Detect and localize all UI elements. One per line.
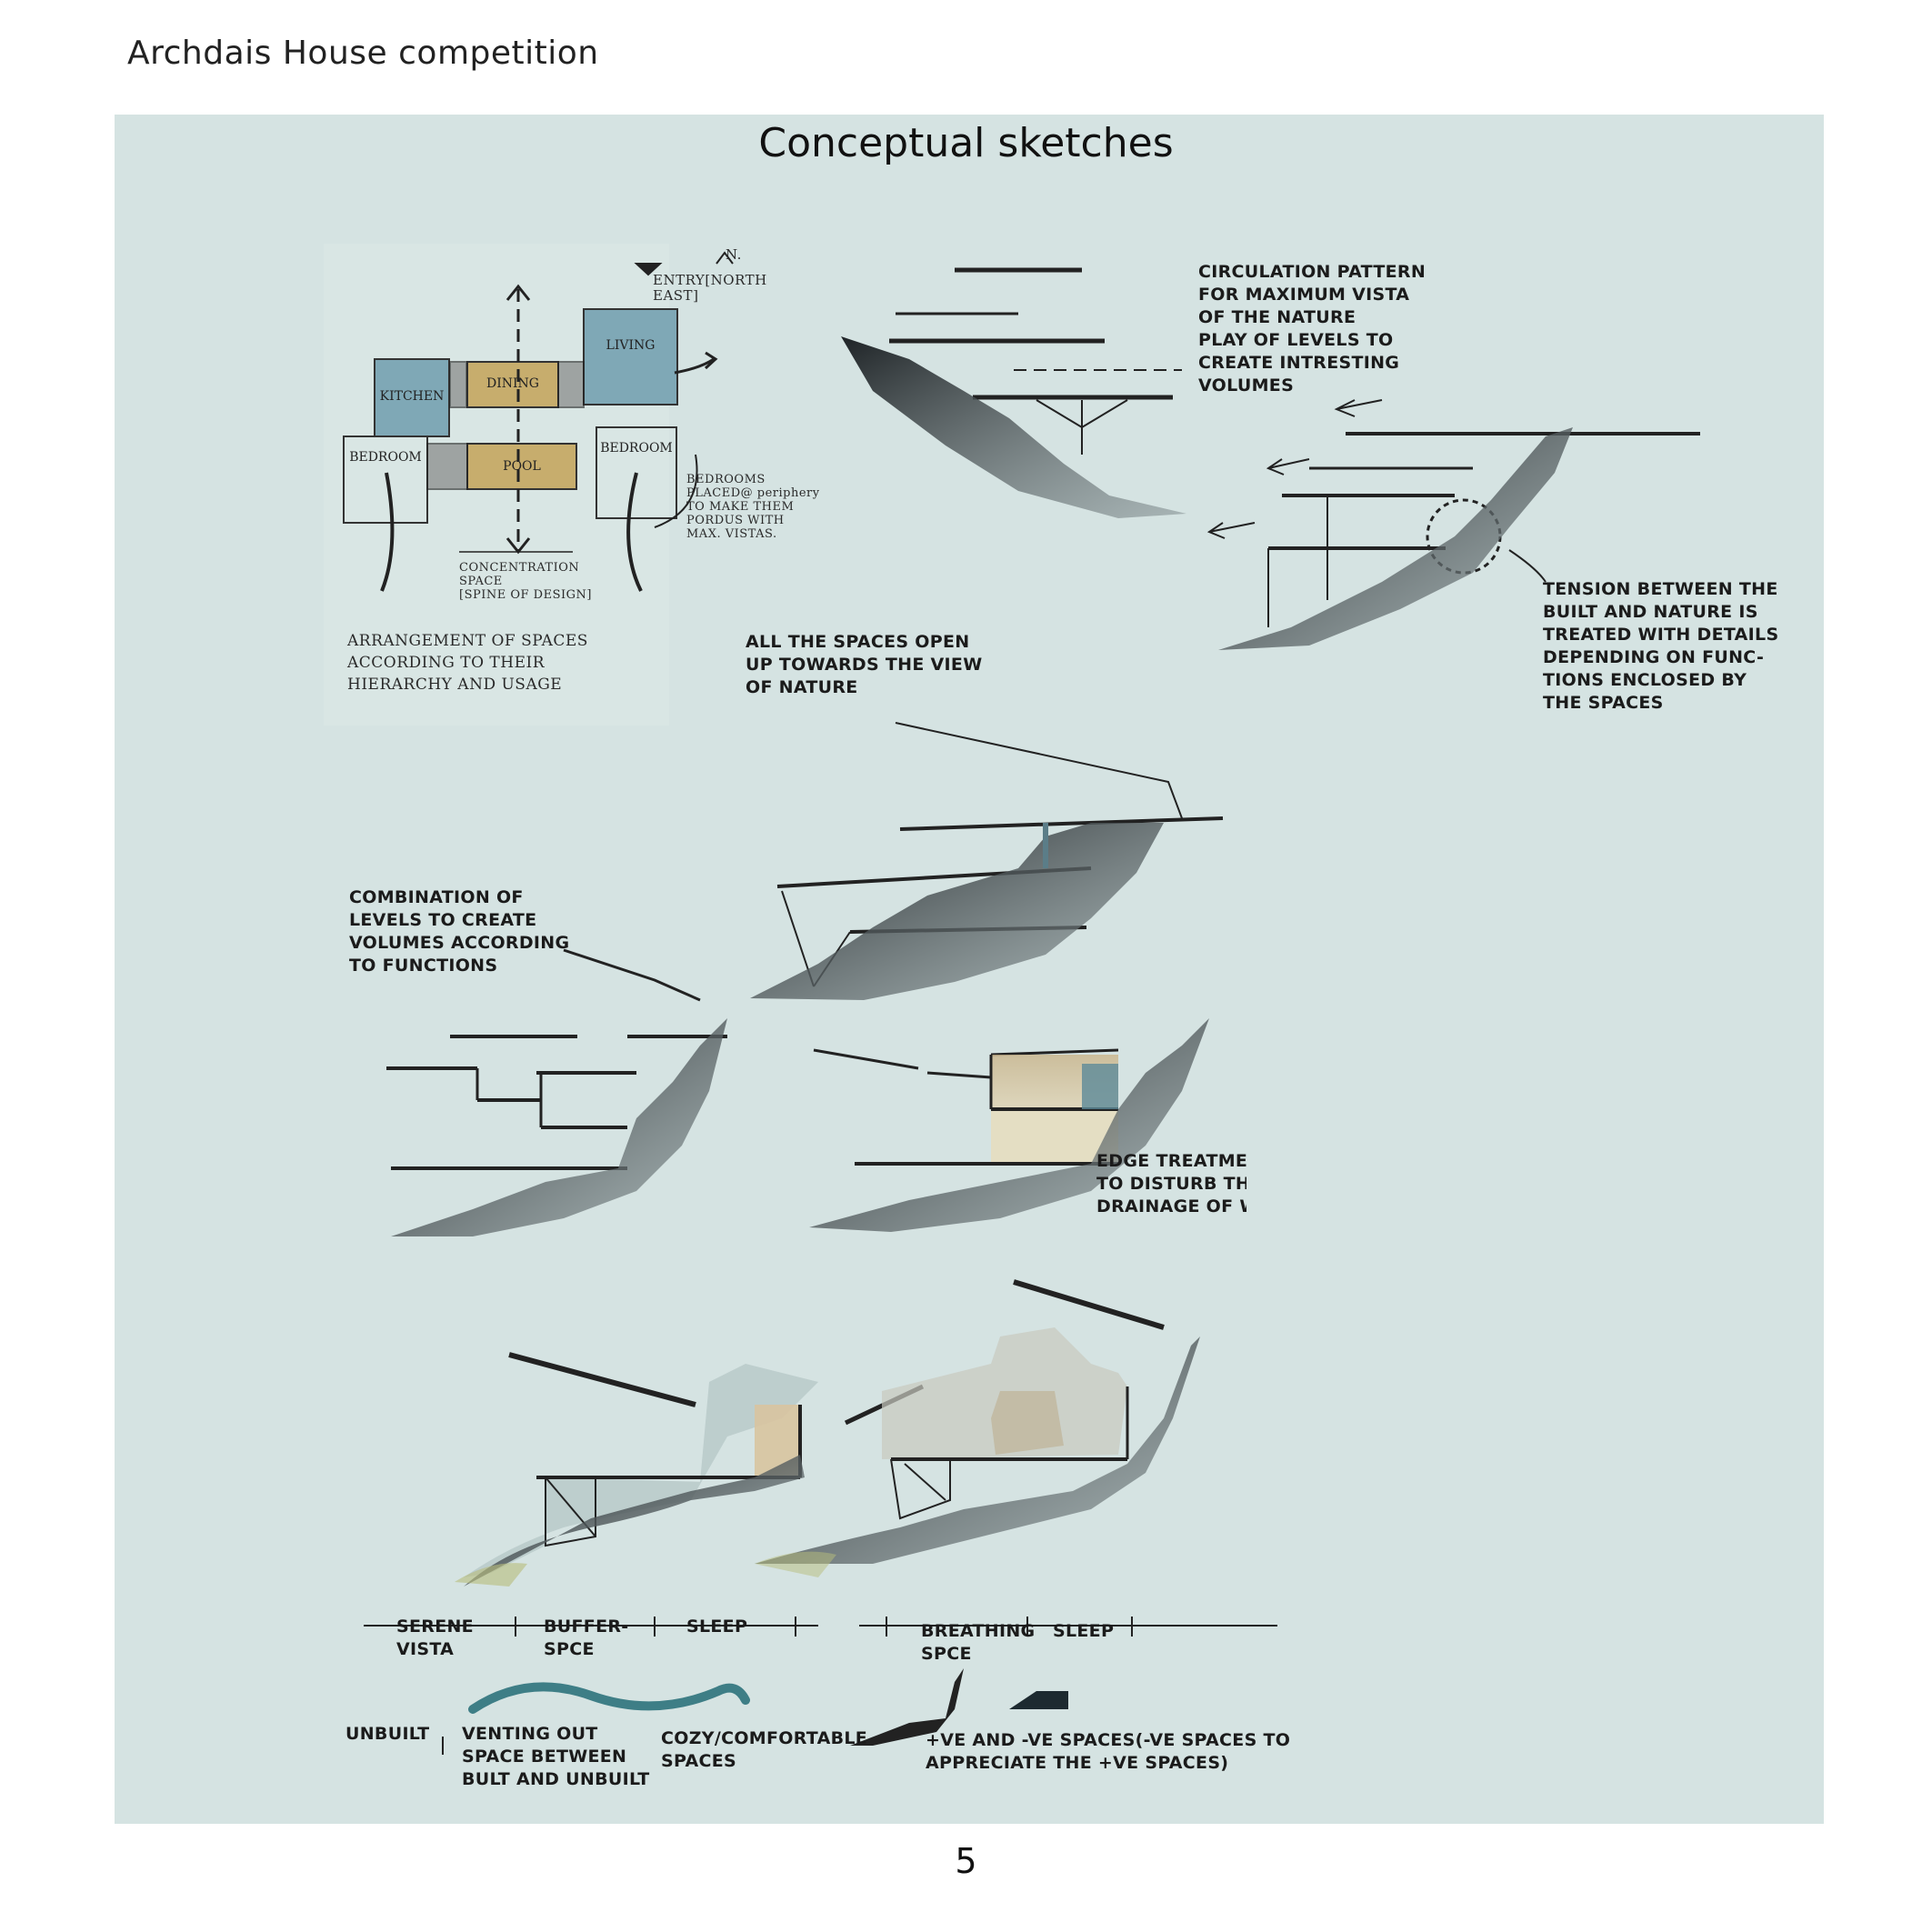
- room-label-bedroom-left: BEDROOM: [349, 450, 422, 465]
- note-open-up: ALL THE SPACES OPEN UP TOWARDS THE VIEW …: [746, 632, 983, 697]
- legend-unbuilt: UNBUILT: [345, 1724, 430, 1744]
- zone-label-breathing-space: BREATHING SPCE: [921, 1621, 1036, 1664]
- section-sketch-3: [563, 722, 1224, 1002]
- page-number: 5: [955, 1841, 977, 1881]
- legend-venting: VENTING OUT SPACE BETWEEN BULT AND UNBUI…: [462, 1724, 650, 1789]
- note-combination: COMBINATION OF LEVELS TO CREATE VOLUMES …: [349, 887, 570, 976]
- panel-title: Conceptual sketches: [758, 120, 1174, 166]
- section-sketch-1: [841, 267, 1186, 518]
- section-sketch-6: [455, 1279, 1200, 1587]
- legend-ve-spaces: +VE AND -VE SPACES(-VE SPACES TO APPRECI…: [926, 1730, 1291, 1773]
- room-label-living: LIVING: [606, 338, 656, 353]
- entry-label: ENTRY[NORTH EAST]: [653, 272, 767, 304]
- zone-label-buffer-space: BUFFER- SPCE: [544, 1617, 629, 1659]
- plan-sketch: [324, 244, 734, 726]
- note-circulation: CIRCULATION PATTERN FOR MAXIMUM VISTA OF…: [1198, 262, 1426, 395]
- zone-label-sleep-left: SLEEP: [686, 1617, 748, 1637]
- section-sketch-2: [1206, 399, 1700, 650]
- zone-label-serene-vista: SERENE VISTA: [396, 1617, 474, 1659]
- section-sketch-4: [386, 1018, 727, 1236]
- plan-caption: ARRANGEMENT OF SPACES ACCORDING TO THEIR…: [347, 632, 588, 694]
- note-tension: TENSION BETWEEN THE BUILT AND NATURE IS …: [1543, 579, 1779, 713]
- room-label-dining: DINING: [486, 376, 539, 391]
- bedroom-note: BEDROOMS PLACED@ periphery TO MAKE THEM …: [686, 473, 820, 541]
- room-label-kitchen: KITCHEN: [379, 389, 445, 404]
- legend-sketches: [442, 1668, 1068, 1755]
- north-label: N.: [726, 246, 742, 263]
- zone-label-sleep-right: SLEEP: [1053, 1621, 1115, 1641]
- zone-bars: [364, 1617, 1277, 1637]
- note-edge: EDGE TREATMENT TO DISTURB THE DRAINAGE O…: [1096, 1151, 1246, 1216]
- room-label-bedroom-right: BEDROOM: [600, 441, 673, 455]
- room-label-pool: POOL: [503, 459, 541, 474]
- legend-cozy: COZY/COMFORTABLE SPACES: [661, 1728, 868, 1771]
- section-sketch-5: [809, 1018, 1209, 1232]
- document-header: Archdais House competition: [127, 35, 599, 72]
- concentration-note: CONCENTRATION SPACE [SPINE OF DESIGN]: [459, 561, 592, 602]
